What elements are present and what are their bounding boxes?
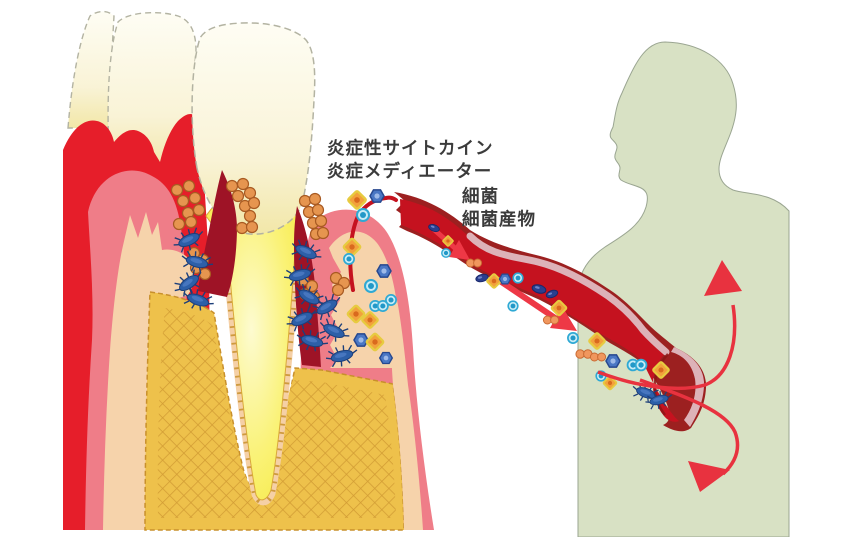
blood-vessel xyxy=(394,192,707,432)
systemic-arrow-down xyxy=(639,378,740,476)
vessel-lining xyxy=(466,232,670,356)
label-cytokines-line1: 炎症性サイトカイン xyxy=(327,139,494,159)
label-bacteria: 細菌 細菌産物 xyxy=(462,186,536,232)
systemic-arrow-up-icon xyxy=(704,260,742,296)
label-bacteria-line1: 細菌 xyxy=(462,187,499,207)
flow-arrow-2-head xyxy=(550,306,577,331)
flow-arrow-2 xyxy=(498,278,560,323)
vessel-opening-lining xyxy=(671,347,705,427)
systemic-arrow-down-icon xyxy=(688,461,730,492)
systemic-arrows xyxy=(597,260,742,492)
label-cytokines: 炎症性サイトカイン 炎症メディエーター xyxy=(327,138,494,184)
label-bacteria-line2: 細菌産物 xyxy=(462,210,536,230)
gum-right-band xyxy=(391,300,423,530)
vessel-blood xyxy=(400,199,679,422)
label-cytokines-line2: 炎症メディエーター xyxy=(327,162,493,182)
alveolar-bone-hatch xyxy=(157,308,396,518)
blood-flow-arrows xyxy=(428,224,577,331)
flow-arrow-1-head xyxy=(449,240,470,260)
systemic-arrow-up xyxy=(597,304,737,391)
human-silhouette xyxy=(577,41,790,537)
back-tooth-1 xyxy=(67,10,115,129)
